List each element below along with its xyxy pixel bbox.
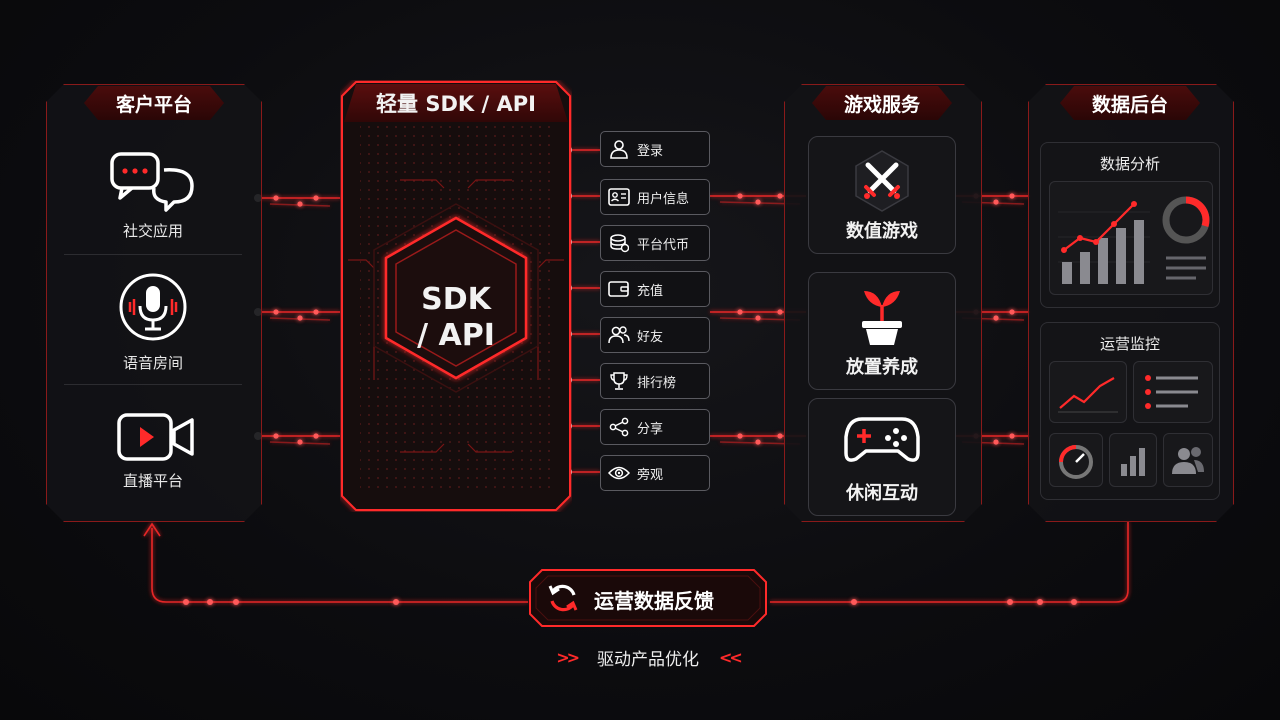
feedback-box[interactable]: 运营数据反馈 — [528, 568, 768, 628]
feedback-subtitle-row: >> 驱动产品优化 << — [532, 644, 764, 670]
client-platform-title: 客户平台 — [84, 86, 224, 120]
game-card-label: 放置养成 — [846, 357, 918, 378]
game-services-title: 游戏服务 — [812, 86, 952, 120]
feature-label: 好友 — [637, 329, 664, 345]
bar-card — [1109, 433, 1157, 487]
feature-label: 分享 — [637, 421, 664, 437]
feedback-subtitle: 驱动产品优化 — [597, 649, 699, 670]
feature-login[interactable]: 登录 — [600, 131, 710, 167]
microphone-icon — [119, 273, 187, 341]
user-icon — [610, 140, 628, 159]
feature-label: 旁观 — [637, 467, 664, 483]
feature-label: 充值 — [637, 283, 664, 299]
client-item-social[interactable]: 社交应用 — [46, 150, 260, 250]
bar-chart-icon — [1121, 448, 1145, 476]
game-card-casual[interactable]: 休闲互动 — [808, 398, 956, 516]
trend-line-icon — [1058, 377, 1118, 413]
operations-monitor-box[interactable]: 运营监控 — [1040, 322, 1220, 500]
users-icon — [1172, 447, 1204, 474]
crossed-swords-icon — [855, 150, 909, 212]
feature-label: 排行榜 — [637, 375, 677, 391]
client-item-label: 直播平台 — [122, 472, 183, 490]
list-icon — [1145, 375, 1198, 409]
feature-friends[interactable]: 好友 — [600, 317, 710, 353]
sdk-center-label: SDK / API — [386, 282, 526, 354]
game-card-label: 数值游戏 — [846, 221, 918, 242]
refresh-icon — [548, 584, 578, 612]
feature-recharge[interactable]: 充值 — [600, 271, 710, 307]
client-item-label: 语音房间 — [122, 354, 183, 372]
game-card-label: 休闲互动 — [846, 483, 918, 504]
feedback-label: 运营数据反馈 — [594, 589, 714, 613]
sdk-center-line1: SDK — [421, 282, 491, 317]
feature-spectate[interactable]: 旁观 — [600, 455, 710, 491]
data-backend-title: 数据后台 — [1060, 86, 1200, 120]
list-card — [1133, 361, 1213, 423]
feature-label: 登录 — [637, 143, 664, 159]
sdk-panel — [340, 80, 572, 512]
double-chevron-left-icon: << — [719, 647, 743, 667]
gauge-icon — [1059, 445, 1093, 479]
data-analysis-box[interactable]: 数据分析 — [1040, 142, 1220, 308]
game-card-numeric[interactable]: 数值游戏 — [808, 136, 956, 254]
users-card — [1163, 433, 1213, 487]
divider — [64, 254, 242, 255]
feature-user-info[interactable]: 用户信息 — [600, 179, 710, 215]
double-chevron-right-icon: >> — [556, 647, 580, 667]
analysis-chart-card — [1049, 181, 1213, 295]
feature-label: 用户信息 — [637, 191, 690, 207]
gauge-card — [1049, 433, 1103, 487]
sprout-pot-icon — [862, 291, 902, 345]
bar-line-chart-icon — [1058, 196, 1210, 284]
feedback-loop-line — [770, 522, 1129, 603]
id-card-icon — [608, 188, 630, 206]
feature-leaderboard[interactable]: 排行榜 — [600, 363, 710, 399]
client-item-label: 社交应用 — [122, 222, 183, 240]
coins-icon — [610, 234, 629, 253]
game-card-idle[interactable]: 放置养成 — [808, 272, 956, 390]
sdk-title: 轻量 SDK / API — [344, 84, 568, 122]
client-item-live[interactable]: 直播平台 — [46, 408, 260, 500]
client-item-voice[interactable]: 语音房间 — [46, 272, 260, 372]
feature-share[interactable]: 分享 — [600, 409, 710, 445]
gamepad-icon — [844, 417, 920, 462]
eye-icon — [608, 466, 630, 480]
share-icon — [609, 417, 629, 437]
video-camera-icon — [117, 413, 194, 461]
divider — [64, 384, 242, 385]
wallet-icon — [608, 281, 629, 297]
sdk-center-line2: / API — [417, 318, 495, 353]
feature-platform-token[interactable]: 平台代币 — [600, 225, 710, 261]
data-analysis-title: 数据分析 — [1099, 155, 1160, 173]
trophy-icon — [610, 372, 628, 390]
trend-card — [1049, 361, 1127, 423]
feature-label: 平台代币 — [637, 237, 690, 253]
sdk-title-text: 轻量 SDK / API — [376, 92, 536, 116]
chat-icon — [110, 152, 194, 212]
friends-icon — [608, 326, 630, 344]
operations-monitor-title: 运营监控 — [1099, 335, 1160, 353]
